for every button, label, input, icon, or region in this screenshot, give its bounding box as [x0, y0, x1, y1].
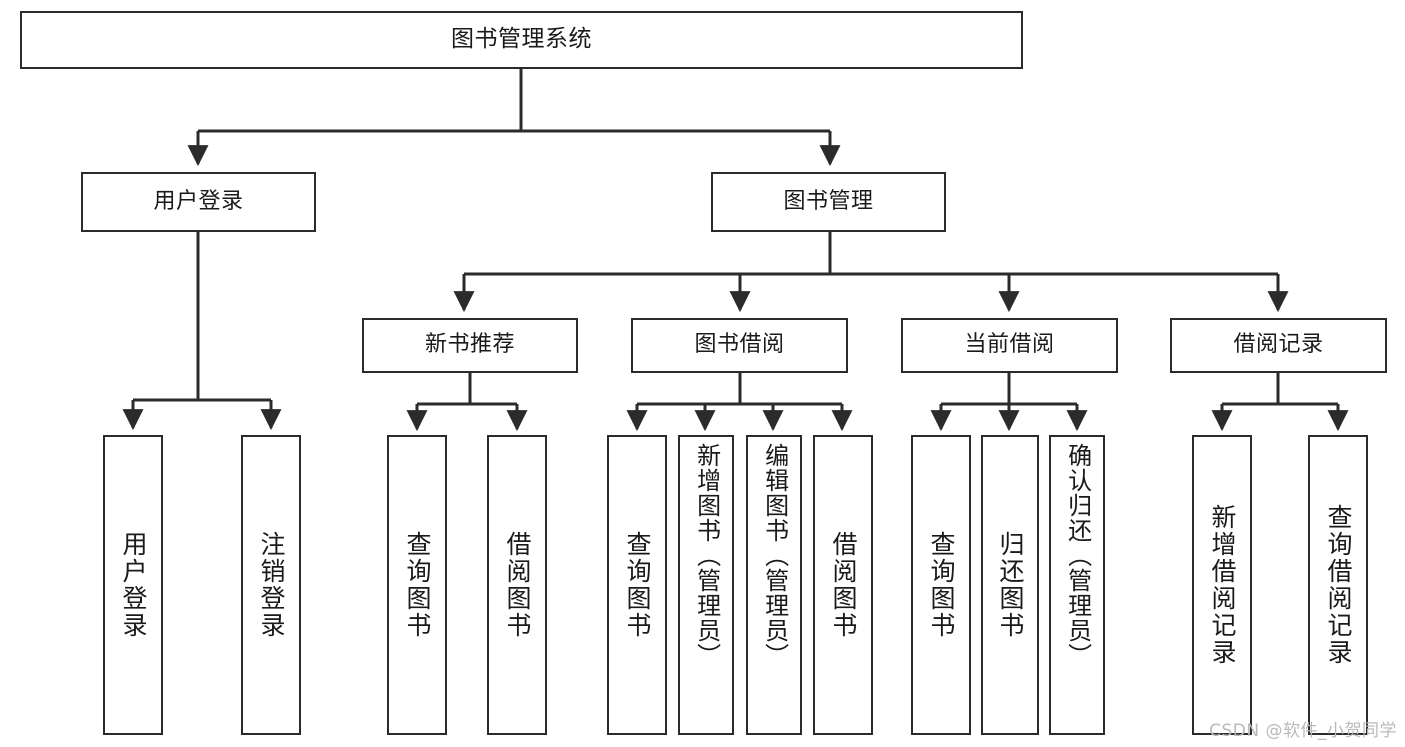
node-label: 图书管理 [783, 188, 874, 214]
node-label: 用户登录 [119, 531, 148, 639]
node-label: 确认归还（管理员） [1063, 443, 1092, 668]
node-label: 借阅记录 [1233, 332, 1324, 358]
node-book-management[interactable]: 图书管理 [711, 172, 946, 232]
node-label: 查询借阅记录 [1324, 504, 1353, 666]
node-label: 新增图书（管理员） [692, 443, 721, 668]
leaf-query-book-recommend[interactable]: 查询图书 [387, 435, 447, 735]
node-label: 当前借阅 [964, 332, 1055, 358]
node-borrow-record[interactable]: 借阅记录 [1170, 318, 1387, 373]
node-label: 借阅图书 [829, 531, 858, 639]
leaf-user-login[interactable]: 用户登录 [103, 435, 163, 735]
leaf-borrow-book-recommend[interactable]: 借阅图书 [487, 435, 547, 735]
node-label: 查询图书 [623, 531, 652, 639]
node-label: 借阅图书 [503, 531, 532, 639]
node-label: 图书借阅 [694, 332, 785, 358]
node-label: 编辑图书（管理员） [760, 443, 789, 668]
node-label: 用户登录 [153, 188, 244, 214]
leaf-add-borrow-record[interactable]: 新增借阅记录 [1192, 435, 1252, 735]
leaf-user-logout[interactable]: 注销登录 [241, 435, 301, 735]
leaf-query-book-borrow[interactable]: 查询图书 [607, 435, 667, 735]
node-current-borrow[interactable]: 当前借阅 [901, 318, 1118, 373]
node-new-book-recommend[interactable]: 新书推荐 [362, 318, 578, 373]
node-label: 查询图书 [403, 531, 432, 639]
leaf-edit-book-admin[interactable]: 编辑图书（管理员） [746, 435, 802, 735]
leaf-confirm-return-admin[interactable]: 确认归还（管理员） [1049, 435, 1105, 735]
leaf-query-borrow-record[interactable]: 查询借阅记录 [1308, 435, 1368, 735]
node-user-login[interactable]: 用户登录 [81, 172, 316, 232]
watermark-text: CSDN @软件_小贺同学 [1209, 721, 1397, 741]
node-label: 查询图书 [927, 531, 956, 639]
leaf-query-book-current[interactable]: 查询图书 [911, 435, 971, 735]
leaf-borrow-book[interactable]: 借阅图书 [813, 435, 873, 735]
node-label: 新书推荐 [424, 332, 515, 358]
leaf-return-book[interactable]: 归还图书 [981, 435, 1039, 735]
node-book-borrow[interactable]: 图书借阅 [631, 318, 848, 373]
node-label: 归还图书 [996, 531, 1025, 639]
node-label: 新增借阅记录 [1208, 504, 1237, 666]
leaf-add-book-admin[interactable]: 新增图书（管理员） [678, 435, 734, 735]
node-label: 注销登录 [257, 531, 286, 639]
node-label: 图书管理系统 [451, 26, 592, 53]
node-root-system[interactable]: 图书管理系统 [20, 11, 1023, 69]
